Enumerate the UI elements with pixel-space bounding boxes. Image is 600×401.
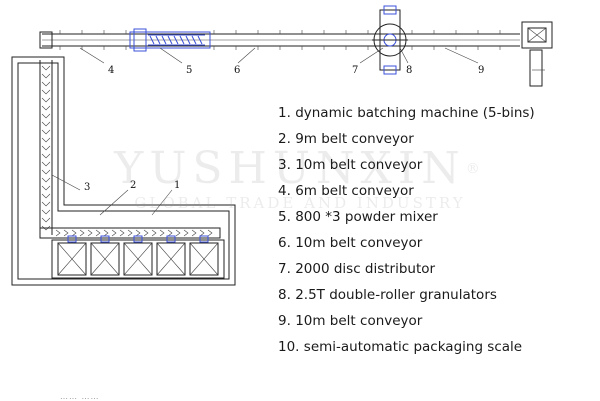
legend-item: 4. 6m belt conveyor — [278, 178, 535, 204]
footer-text: …… …… — [60, 392, 100, 401]
legend-num: 9. — [278, 313, 291, 329]
callout-9: 9 — [478, 65, 484, 76]
legend-text: 800 *3 powder mixer — [295, 209, 438, 225]
powder-mixer — [129, 28, 211, 52]
legend-text: 10m belt conveyor — [295, 157, 423, 173]
callout-5: 5 — [186, 65, 192, 76]
packaging-scale — [521, 21, 553, 87]
conveyor-2 — [39, 227, 221, 239]
legend-item: 3. 10m belt conveyor — [278, 152, 535, 178]
legend-num: 8. — [278, 287, 291, 303]
legend-num: 2. — [278, 131, 291, 147]
disc-distributor — [372, 5, 408, 75]
legend-num: 10. — [278, 339, 300, 355]
conveyor-3 — [39, 60, 53, 235]
callout-leaders — [51, 47, 479, 216]
equipment-legend: 1. dynamic batching machine (5-bins) 2. … — [278, 100, 535, 360]
legend-text: 2000 disc distributor — [295, 261, 436, 277]
building-outline — [11, 56, 236, 286]
batching-bins — [51, 235, 225, 279]
top-conveyor — [42, 33, 520, 47]
legend-num: 6. — [278, 235, 291, 251]
callout-2: 2 — [130, 180, 136, 191]
legend-text: 6m belt conveyor — [295, 183, 414, 199]
legend-num: 7. — [278, 261, 291, 277]
legend-text: 10m belt conveyor — [295, 313, 423, 329]
legend-item: 10. semi-automatic packaging scale — [278, 334, 535, 360]
legend-item: 1. dynamic batching machine (5-bins) — [278, 100, 535, 126]
legend-text: 10m belt conveyor — [295, 235, 423, 251]
legend-item: 5. 800 *3 powder mixer — [278, 204, 535, 230]
legend-item: 8. 2.5T double-roller granulators — [278, 282, 535, 308]
legend-num: 1. — [278, 105, 291, 121]
legend-text: 9m belt conveyor — [295, 131, 414, 147]
legend-item: 2. 9m belt conveyor — [278, 126, 535, 152]
callout-4: 4 — [108, 65, 114, 76]
legend-text: semi-automatic packaging scale — [303, 339, 523, 355]
legend-item: 7. 2000 disc distributor — [278, 256, 535, 282]
callout-1: 1 — [174, 180, 180, 191]
legend-text: 2.5T double-roller granulators — [295, 287, 497, 303]
legend-num: 5. — [278, 209, 291, 225]
callout-3: 3 — [84, 182, 90, 193]
callout-labels: 4 5 6 7 8 9 3 2 1 — [84, 65, 484, 193]
callout-7: 7 — [352, 65, 358, 76]
legend-num: 3. — [278, 157, 291, 173]
legend-num: 4. — [278, 183, 291, 199]
legend-item: 9. 10m belt conveyor — [278, 308, 535, 334]
conveyor-head — [39, 31, 53, 49]
callout-8: 8 — [406, 65, 412, 76]
legend-text: dynamic batching machine (5-bins) — [295, 105, 535, 121]
legend-item: 6. 10m belt conveyor — [278, 230, 535, 256]
callout-6: 6 — [234, 65, 240, 76]
